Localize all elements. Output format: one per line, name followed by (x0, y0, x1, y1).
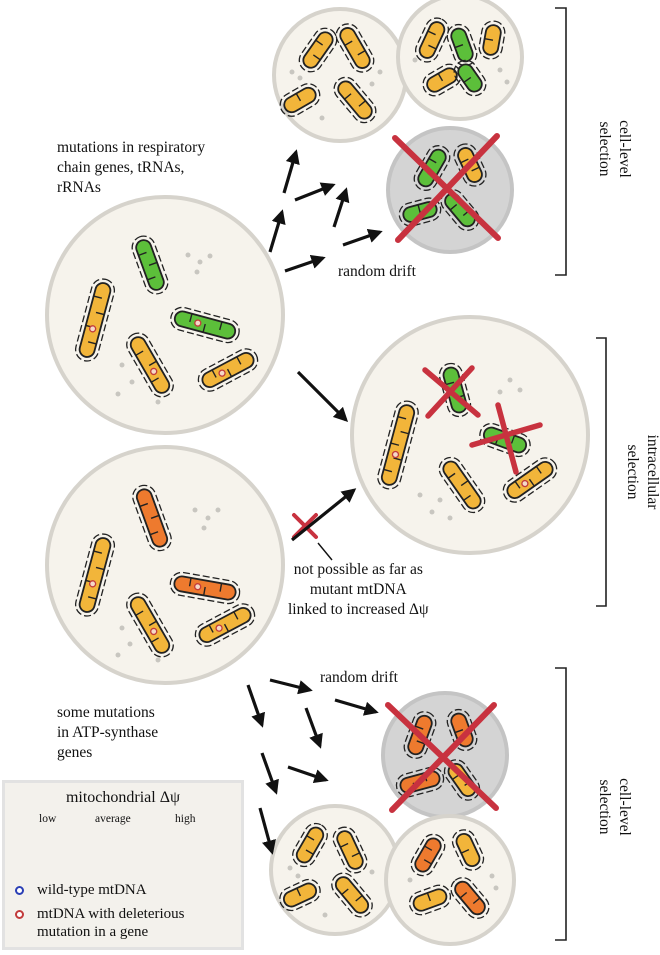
mitochondrion (170, 306, 240, 344)
label-random-drift-bottom: random drift (320, 669, 398, 686)
legend-title: mitochondrial Δψ (65, 789, 181, 806)
bracket-cell-level-top (555, 7, 567, 276)
mitochondrion (298, 27, 338, 73)
legend-deleterious: mtDNA with deleterious mutation in a gen… (37, 906, 185, 940)
mitochondrion (131, 235, 169, 295)
cell-large-top (45, 195, 285, 435)
arrow-to-intracellular (296, 370, 349, 423)
legend-level-low: low (39, 813, 57, 825)
granule (115, 652, 121, 658)
mitochondria-layer (74, 17, 558, 919)
mitochondrion (478, 20, 506, 60)
granule (207, 253, 213, 259)
granule (295, 873, 301, 879)
wild-type-marker-icon (15, 886, 24, 895)
granule (429, 509, 435, 515)
mitochondrion (451, 829, 485, 871)
mitochondrion (74, 278, 116, 362)
granule (497, 389, 503, 395)
granule (319, 115, 325, 121)
granule (119, 362, 125, 368)
cell-top-left-small (272, 7, 408, 143)
granule (185, 252, 191, 258)
granule (322, 912, 328, 918)
granule (517, 387, 523, 393)
arrow-blocked (290, 488, 357, 542)
granule (194, 269, 200, 275)
label-atp-mutations: some mutations in ATP-synthase genes (57, 704, 159, 761)
legend-wild-type: wild-type mtDNA (37, 882, 147, 898)
granule (497, 67, 503, 73)
bracket-label-intracellular: intracellular selection (624, 434, 660, 510)
granule (197, 259, 203, 265)
mitochondrion (132, 484, 172, 552)
mitochondrion (331, 872, 373, 918)
granule (297, 75, 303, 81)
granule (115, 391, 121, 397)
granule (504, 79, 510, 85)
granule (205, 515, 211, 521)
mitochondrion (292, 822, 328, 868)
mitochondrion (502, 457, 558, 503)
cross-dead-cell-bottom (385, 702, 499, 813)
granule (447, 515, 453, 521)
legend-panel: mitochondrial Δψ low average high wild-t… (2, 780, 244, 950)
label-not-possible: not possible as far as mutant mtDNA link… (288, 561, 429, 618)
granule (127, 641, 133, 647)
granule (287, 865, 293, 871)
cross-green-mito-2 (469, 402, 543, 475)
legend-level-high: high (175, 813, 196, 825)
mitochondrion (377, 400, 419, 490)
bracket-label-cell-level-top: cell-level selection (596, 120, 633, 178)
granule (215, 507, 221, 513)
bracket-intracellular (596, 337, 607, 607)
cell-intracellular (350, 315, 590, 555)
label-top-mutations: mutations in respiratory chain genes, tR… (57, 139, 206, 196)
pointer-line-not-possible (317, 542, 333, 561)
mitochondrion (194, 603, 256, 647)
granule (407, 877, 413, 883)
granule (437, 497, 443, 503)
cross-blocked-arrow (292, 513, 318, 539)
granule (201, 525, 207, 531)
granule (129, 379, 135, 385)
bracket-cell-level-bottom (555, 667, 567, 941)
granule (119, 625, 125, 631)
label-random-drift-top: random drift (338, 263, 416, 280)
granule (507, 377, 513, 383)
mitochondrion (197, 348, 259, 392)
mitochondrion (333, 76, 377, 124)
cross-dead-cell-top (392, 133, 501, 243)
cell-bottom-right-small (384, 814, 516, 946)
mitochondrion (453, 59, 487, 97)
granule (369, 869, 375, 875)
mitochondrion (332, 826, 368, 874)
mitochondrion (126, 332, 174, 398)
granule (412, 57, 418, 63)
granule (155, 657, 161, 663)
arrows-top (268, 149, 383, 273)
granule (369, 81, 375, 87)
granule (289, 69, 295, 75)
mitochondrion (335, 23, 375, 73)
granule (417, 492, 423, 498)
cross-green-mito-1 (422, 365, 481, 419)
arrows-bottom (246, 678, 379, 855)
bracket-label-cell-level-bottom: cell-level selection (596, 778, 633, 836)
mitochondrion (126, 592, 174, 658)
mitochondrion (74, 533, 116, 617)
legend-level-average: average (95, 813, 131, 825)
mutant-marker-icon (15, 910, 24, 919)
granule (192, 507, 198, 513)
granule (155, 399, 161, 405)
granule (377, 69, 383, 75)
granule (489, 873, 495, 879)
mitochondrion (169, 571, 241, 605)
mitochondrion (410, 833, 446, 877)
granule (493, 885, 499, 891)
